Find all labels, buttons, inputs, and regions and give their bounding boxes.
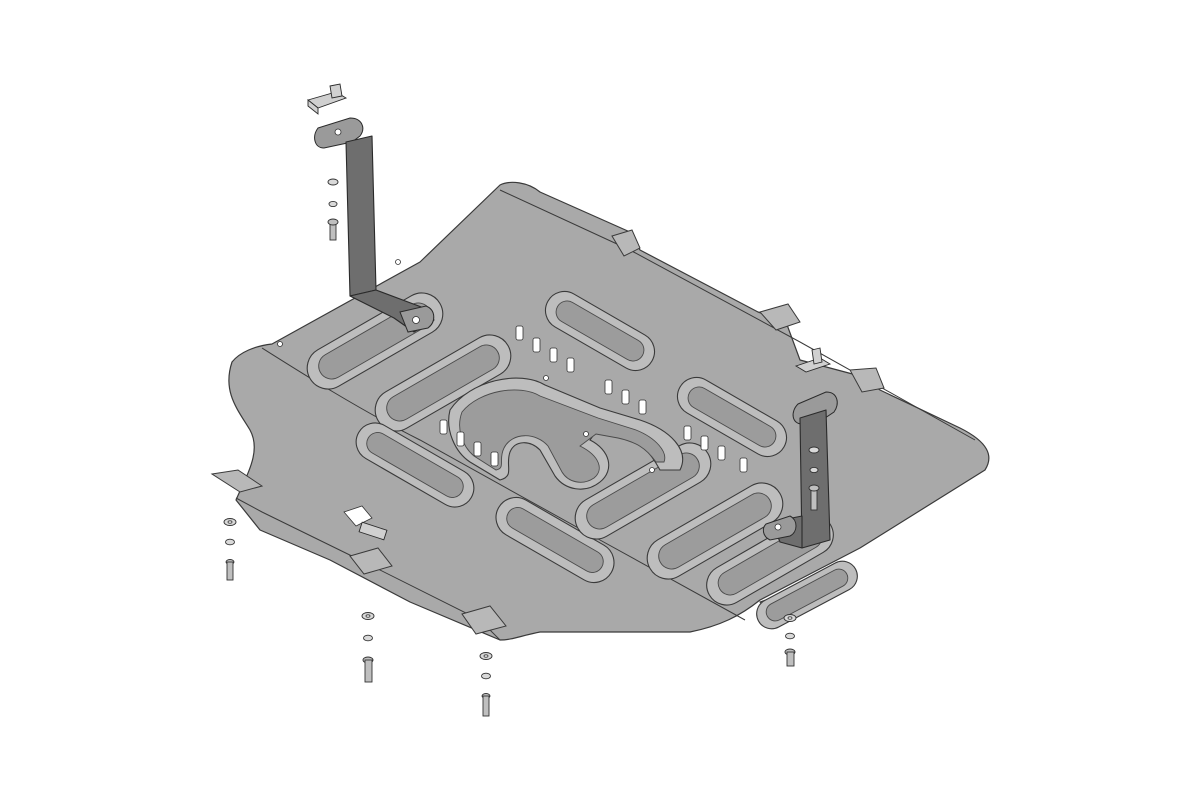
right-bracket-bolt [808, 484, 820, 511]
rib-inner [658, 492, 772, 570]
bolt-head [327, 218, 339, 226]
plate-clip-nut [358, 521, 388, 541]
clip-nut-tab [811, 347, 823, 365]
plate-tab [849, 367, 885, 393]
washer [225, 538, 235, 546]
bolt-shank [810, 489, 818, 511]
skid-plate [210, 181, 990, 641]
left-bracket-top-hole [334, 128, 342, 136]
bolt-shank [329, 223, 337, 241]
hardware-set [783, 614, 797, 667]
bolt-head [808, 484, 820, 492]
left-bracket-upright [345, 135, 377, 297]
washer-hole [483, 654, 489, 658]
vent-slot [638, 399, 647, 415]
plate-tab [759, 303, 801, 331]
loose-hardware [223, 518, 797, 717]
vent-slot [532, 337, 541, 353]
left-bracket-foot-hole [412, 316, 420, 324]
right-bracket-upright [799, 409, 831, 549]
rib-inner [366, 432, 464, 498]
plate-mounting-hole [649, 467, 655, 473]
left-mounting-bracket [314, 117, 435, 333]
right-bracket-foot-hole [774, 523, 782, 531]
rib-inner [687, 386, 777, 448]
right-bracket-washer [809, 466, 819, 474]
washer [481, 672, 491, 680]
rib-inner [555, 300, 645, 362]
plate-access-hole [343, 505, 373, 527]
vent-slot [604, 379, 613, 395]
bolt-shank [226, 561, 234, 581]
bolt [327, 218, 339, 241]
washer [327, 178, 339, 186]
hardware-set [361, 612, 375, 683]
vent-slot [566, 357, 575, 373]
clip-nut-side [307, 99, 319, 115]
hardware-set [479, 652, 493, 717]
bracket-clip-nut [307, 83, 348, 115]
plate-mounting-hole [543, 375, 549, 381]
hardware-set [223, 518, 237, 581]
vent-slot [515, 325, 524, 341]
plate-bend-line-left [261, 347, 746, 621]
rib-inner [506, 507, 604, 573]
washer [363, 634, 373, 642]
bolt-shank [786, 651, 795, 667]
vent-slot [621, 389, 630, 405]
rib-inner [765, 568, 849, 622]
rib-inner [586, 452, 700, 530]
washer-hole [365, 614, 371, 618]
vent-slot [739, 457, 748, 473]
washer-hole [787, 616, 793, 620]
plate-tab [461, 605, 507, 635]
ventilation-slots [277, 259, 748, 473]
plate-tab [611, 229, 641, 257]
plate-mounting-hole [277, 341, 283, 347]
center-serpentine-rib-inner [459, 389, 666, 483]
clip-nut-tab [329, 83, 343, 99]
vent-slot [717, 445, 726, 461]
plate-mounting-hole [395, 259, 401, 265]
washer-hole [227, 520, 233, 524]
bolt-shank [482, 695, 490, 717]
vent-slot [549, 347, 558, 363]
plate-mounting-hole [583, 431, 589, 437]
vent-slot [439, 419, 448, 435]
vent-slot [700, 435, 709, 451]
right-bracket-washer [808, 446, 820, 454]
left-bracket-hardware [327, 178, 339, 241]
vent-slot [683, 425, 692, 441]
vent-slot [456, 431, 465, 447]
bolt-shank [364, 659, 373, 683]
rib-inner [386, 344, 500, 422]
bracket-clip-nut [794, 347, 832, 373]
washer [785, 632, 795, 640]
right-mounting-bracket [762, 391, 838, 549]
plate-bend-line-right [499, 189, 976, 441]
vent-slot [473, 441, 482, 457]
plate-tab [349, 547, 393, 575]
washer [328, 200, 338, 208]
plate-tab [210, 469, 264, 493]
vent-slot [490, 451, 499, 467]
